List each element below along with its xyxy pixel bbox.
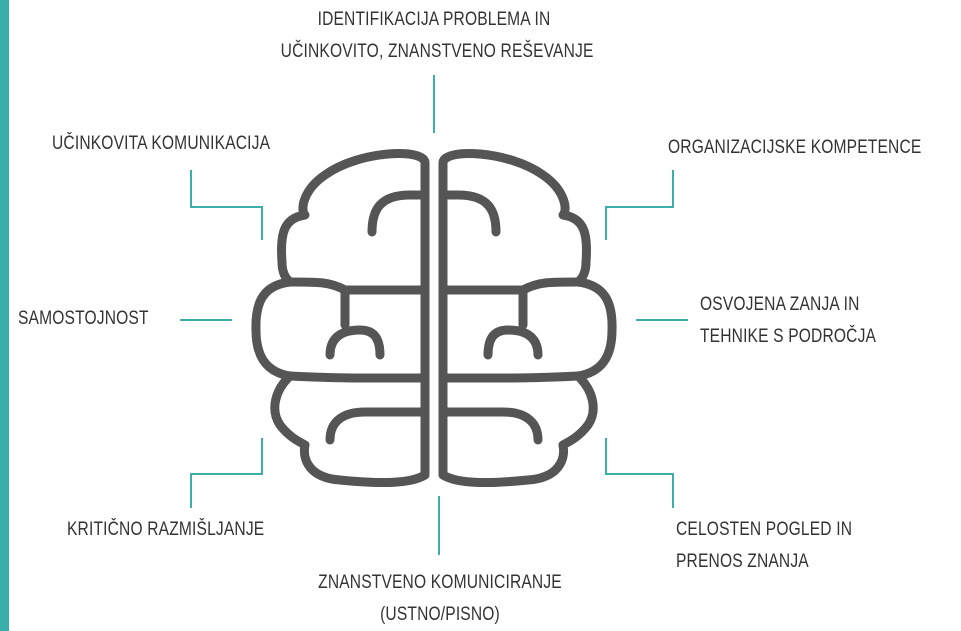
brain-right-fold-4	[483, 325, 543, 360]
label-lower-right-line-1: CELOSTEN POGLED IN	[676, 519, 853, 540]
label-right: OSVOJENA ZANJA IN TEHNIKE S PODROČJA	[700, 289, 876, 353]
label-bottom-line-2: (USTNO/PISNO)	[380, 604, 500, 625]
label-right-line-2: TEHNIKE S PODROČJA	[700, 326, 877, 347]
label-left: SAMOSTOJNOST	[18, 308, 149, 329]
brain-right-fold-5	[438, 371, 583, 383]
label-right-line-1: OSVOJENA ZANJA IN	[700, 294, 860, 315]
label-upper-right: ORGANIZACIJSKE KOMPETENCE	[668, 137, 922, 158]
label-top-line-2: UČINKOVITO, ZNANSTVENO REŠEVANJE	[280, 41, 594, 62]
connector-lower-left	[190, 438, 263, 508]
brain-right-fold-1	[438, 190, 501, 237]
brain-left-hemisphere	[251, 149, 430, 488]
label-bottom-line-1: ZNANSTVENO KOMUNICIRANJE	[318, 572, 562, 593]
brain-left-fold-4	[325, 325, 385, 360]
brain-icon	[251, 149, 617, 488]
label-lower-left: KRITIČNO RAZMIŠLJANJE	[67, 519, 265, 540]
label-top-line-1: IDENTIFIKACIJA PROBLEMA IN	[317, 9, 551, 30]
connector-upper-left	[190, 170, 263, 240]
brain-left-fold-6	[325, 407, 430, 445]
brain-left-fold-2	[285, 277, 430, 295]
label-upper-left: UČINKOVITA KOMUNIKACIJA	[52, 133, 271, 154]
label-bottom: ZNANSTVENO KOMUNICIRANJE (USTNO/PISNO)	[301, 567, 580, 631]
label-lower-right: CELOSTEN POGLED IN PRENOS ZNANJA	[676, 514, 852, 578]
brain-right-hemisphere	[438, 149, 617, 488]
label-lower-right-line-2: PRENOS ZNANJA	[676, 551, 809, 572]
accent-side-bar	[0, 0, 9, 631]
label-top: IDENTIFIKACIJA PROBLEMA IN UČINKOVITO, Z…	[280, 4, 594, 68]
brain-left-fold-1	[367, 190, 430, 237]
brain-right-fold-6	[438, 407, 543, 445]
brain-left-fold-5	[285, 371, 430, 383]
connector-lower-right	[605, 438, 674, 508]
brain-right-fold-2	[438, 277, 583, 295]
connector-upper-right	[605, 170, 674, 240]
